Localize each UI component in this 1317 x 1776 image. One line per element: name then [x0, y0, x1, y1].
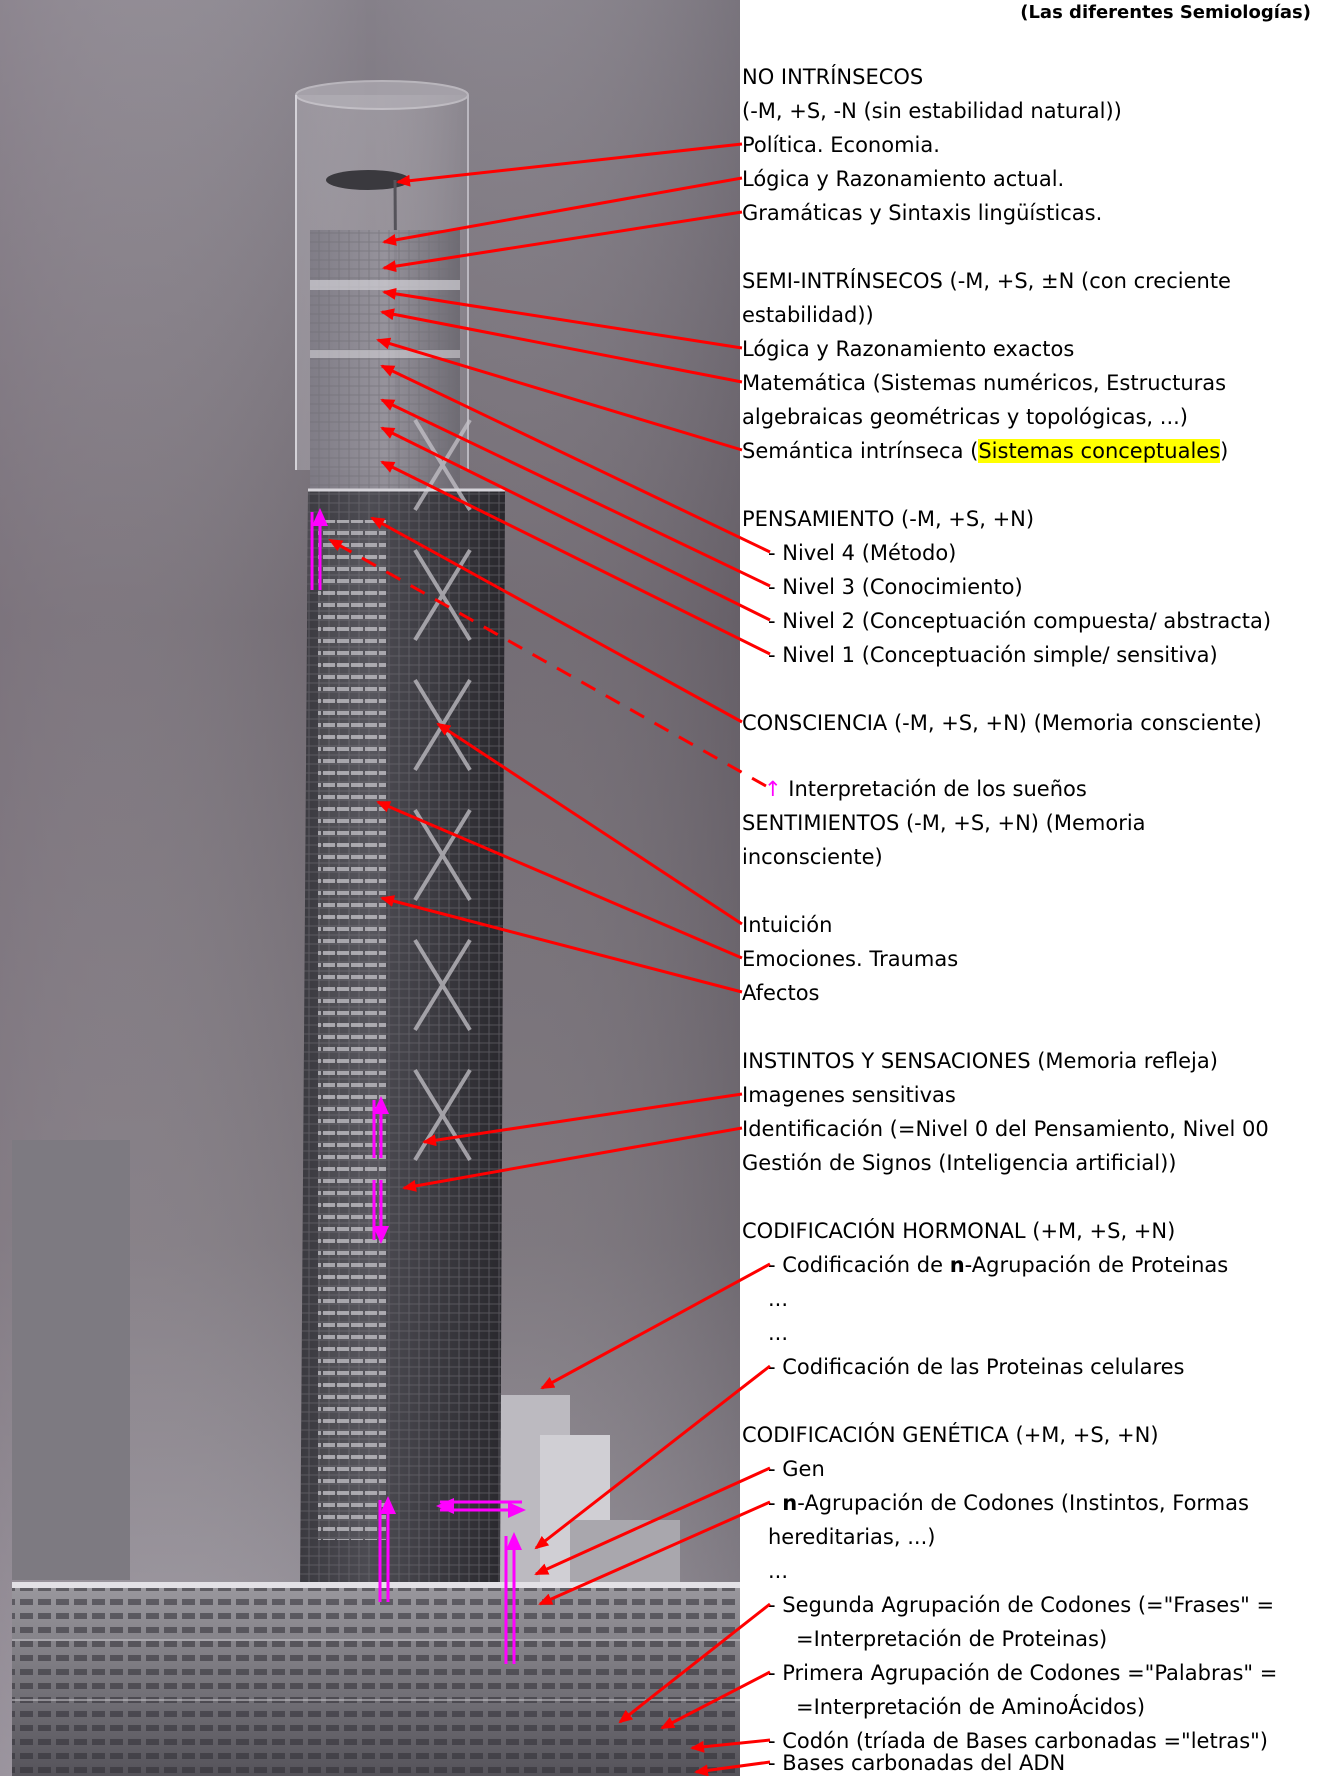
up-arrow-icon: ↑	[764, 777, 782, 801]
label-n-codones-n: n	[782, 1491, 798, 1515]
label-gramaticas: Gramáticas y Sintaxis lingüísticas.	[742, 201, 1103, 225]
label-genetica: CODIFICACIÓN GENÉTICA (+M, +S, +N)	[742, 1423, 1159, 1447]
label-algebraicas: algebraicas geométricas y topológicas, .…	[742, 405, 1188, 429]
label-n-codones: - n-Agrupación de Codones (Instintos, Fo…	[768, 1490, 1249, 1516]
highlight-sistemas-conceptuales: Sistemas conceptuales	[978, 439, 1221, 463]
label-ellipsis-2: ...	[768, 1321, 789, 1345]
label-codif-prefix: - Codificación de	[768, 1253, 950, 1277]
label-semantica-close: )	[1220, 439, 1229, 463]
label-bases-adn: - Bases carbonadas del ADN	[768, 1751, 1066, 1775]
label-identificacion: Identificación (=Nivel 0 del Pensamiento…	[742, 1117, 1269, 1141]
label-politica: Política. Economia.	[742, 133, 940, 157]
label-afectos: Afectos	[742, 981, 820, 1005]
label-nivel-2: - Nivel 2 (Conceptuación compuesta/ abst…	[768, 609, 1272, 633]
label-consciencia: CONSCIENCIA (-M, +S, +N) (Memoria consci…	[742, 711, 1262, 735]
label-gestion-signos: Gestión de Signos (Inteligencia artifici…	[742, 1151, 1177, 1175]
label-primera-agrupacion: - Primera Agrupación de Codones ="Palabr…	[768, 1661, 1278, 1685]
label-codon: - Codón (tríada de Bases carbonadas ="le…	[768, 1729, 1269, 1753]
label-logica-exactos: Lógica y Razonamiento exactos	[742, 337, 1075, 361]
label-semi-intrinsecos: SEMI-INTRÍNSECOS (-M, +S, ±N (con crecie…	[742, 269, 1231, 293]
label-no-intrinsecos-params: (-M, +S, -N (sin estabilidad natural))	[742, 99, 1122, 123]
label-logica-actual: Lógica y Razonamiento actual.	[742, 167, 1065, 191]
label-instintos: INSTINTOS Y SENSACIONES (Memoria refleja…	[742, 1049, 1218, 1073]
label-n-codones-suffix: -Agrupación de Codones (Instintos, Forma…	[797, 1491, 1249, 1515]
label-pensamiento: PENSAMIENTO (-M, +S, +N)	[742, 507, 1035, 531]
label-hereditarias: hereditarias, ...)	[768, 1525, 936, 1549]
label-gen: - Gen	[768, 1457, 825, 1481]
label-codif-n: n	[949, 1253, 965, 1277]
label-ellipsis-3: ...	[768, 1559, 789, 1583]
label-hormonal: CODIFICACIÓN HORMONAL (+M, +S, +N)	[742, 1219, 1176, 1243]
label-ellipsis-1: ...	[768, 1287, 789, 1311]
label-segunda-agrupacion: - Segunda Agrupación de Codones (="Frase…	[768, 1593, 1275, 1617]
label-suenos-text: Interpretación de los sueños	[781, 777, 1087, 801]
label-inconsciente: inconsciente)	[742, 845, 883, 869]
label-interp-proteinas: =Interpretación de Proteinas)	[796, 1627, 1108, 1651]
label-n-codones-prefix: -	[768, 1491, 783, 1515]
label-nivel-1: - Nivel 1 (Conceptuación simple/ sensiti…	[768, 643, 1218, 667]
label-sentimientos: SENTIMIENTOS (-M, +S, +N) (Memoria	[742, 811, 1146, 835]
label-no-intrinsecos: NO INTRÍNSECOS	[742, 65, 924, 89]
label-estabilidad: estabilidad))	[742, 303, 874, 327]
label-nivel-3: - Nivel 3 (Conocimiento)	[768, 575, 1023, 599]
label-semantica: Semántica intrínseca (Sistemas conceptua…	[742, 438, 1228, 464]
label-imagenes: Imagenes sensitivas	[742, 1083, 956, 1107]
diagram-title: (Las diferentes Semiologías)	[1020, 2, 1311, 23]
label-nivel-4: - Nivel 4 (Método)	[768, 541, 957, 565]
label-suenos: ↑ Interpretación de los sueños	[742, 776, 1087, 802]
label-emociones: Emociones. Traumas	[742, 947, 959, 971]
label-codif-suffix: -Agrupación de Proteinas	[964, 1253, 1229, 1277]
label-codif-n-proteinas: - Codificación de n-Agrupación de Protei…	[768, 1252, 1228, 1278]
label-semantica-text: Semántica intrínseca (	[742, 439, 979, 463]
label-intuicion: Intuición	[742, 913, 833, 937]
label-matematica: Matemática (Sistemas numéricos, Estructu…	[742, 371, 1227, 395]
label-interp-aminoacidos: =Interpretación de AminoÁcidos)	[796, 1695, 1146, 1719]
label-codif-proteinas: - Codificación de las Proteinas celulare…	[768, 1355, 1185, 1379]
